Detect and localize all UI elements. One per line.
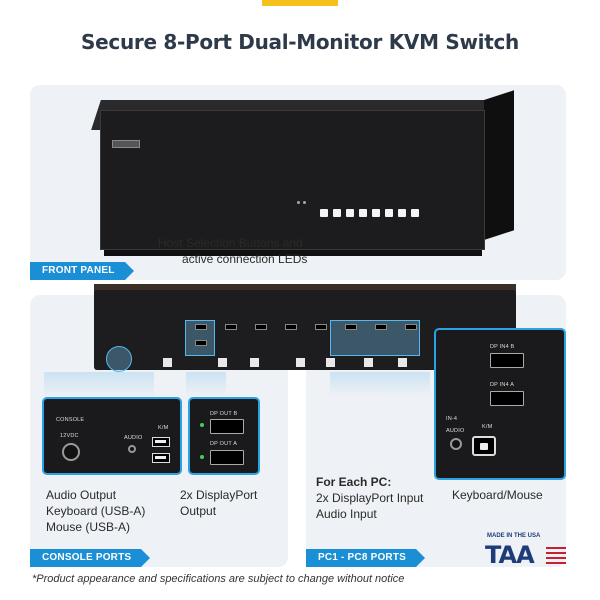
front-panel-caption: Host Selection Buttons and active connec… xyxy=(158,235,307,267)
rear-usb-port xyxy=(364,358,373,367)
rear-top-edge xyxy=(94,284,516,294)
dp-out-b-label: DP OUT B xyxy=(210,411,238,417)
flag-stripe xyxy=(546,547,566,549)
caption-line: Audio Output xyxy=(46,488,117,502)
dp-out-zoom-box: DP OUT B DP OUT A xyxy=(188,397,260,475)
usb-b-port xyxy=(472,436,496,456)
rear-dp-port xyxy=(285,324,297,330)
brand-logo xyxy=(112,140,140,148)
rear-usb-port xyxy=(163,358,172,367)
rear-usb-port xyxy=(296,358,305,367)
audio-in-label: AUDIO xyxy=(446,428,465,434)
rear-dp-port xyxy=(315,324,327,330)
in-port-label: IN-4 xyxy=(446,416,458,422)
rear-dp-port xyxy=(195,324,207,330)
dp-out-a-port xyxy=(210,450,244,465)
front-panel-tag: FRONT PANEL xyxy=(30,262,134,280)
pc-ports-tag: PC1 - PC8 PORTS xyxy=(306,549,426,567)
caption-line: 2x DisplayPort Input xyxy=(316,491,424,505)
dp-out-zoom-glow xyxy=(186,372,226,396)
console-ports-tag: CONSOLE PORTS xyxy=(30,549,151,567)
dp-in-a-label: DP IN4 A xyxy=(490,382,515,388)
footnote: *Product appearance and specifications a… xyxy=(32,573,405,585)
dp-out-b-led xyxy=(200,423,204,427)
keyboard-mouse-caption: Keyboard/Mouse xyxy=(452,488,543,502)
console-label: CONSOLE xyxy=(56,417,85,423)
host-select-button xyxy=(372,209,380,217)
dp-in-b-port xyxy=(490,353,524,368)
caption-line: Audio Input xyxy=(316,507,377,521)
flag-stripe xyxy=(546,557,566,559)
km-label: K/M xyxy=(158,425,169,431)
host-select-button xyxy=(398,209,406,217)
host-select-button xyxy=(346,209,354,217)
caption-line: Output xyxy=(180,504,217,518)
km-in-label: K/M xyxy=(482,424,493,430)
pc-ports-zoom-box: DP IN4 B DP IN4 A IN-4 AUDIO K/M xyxy=(434,328,566,480)
made-in-usa-text: MADE IN THE USA xyxy=(487,533,541,539)
mouse-usb-a-port xyxy=(152,453,170,463)
power-jack xyxy=(62,443,80,461)
rear-dp-port xyxy=(225,324,237,330)
host-select-button xyxy=(359,209,367,217)
taa-text: TAA xyxy=(485,541,535,569)
dp-out-a-led xyxy=(200,455,204,459)
rear-usb-port xyxy=(326,358,335,367)
caption-line: Keyboard (USB-A) xyxy=(46,504,146,518)
keyboard-usb-a-port xyxy=(152,437,170,447)
console-zoom-glow xyxy=(44,372,154,398)
audio-label: AUDIO xyxy=(124,435,143,441)
audio-in-jack xyxy=(450,438,462,450)
audio-out-jack xyxy=(128,445,136,453)
power-label: 12VDC xyxy=(60,433,79,439)
device-side-surface xyxy=(484,90,514,240)
rear-dp-port xyxy=(375,324,387,330)
rear-usb-port xyxy=(218,358,227,367)
caption-line: Mouse (USB-A) xyxy=(46,520,131,534)
rear-dp-port xyxy=(405,324,417,330)
device-base xyxy=(104,250,482,256)
dp-out-a-label: DP OUT A xyxy=(210,441,238,447)
dp-in-a-port xyxy=(490,391,524,406)
caption-line: Host Selection Buttons and xyxy=(158,236,303,250)
rear-usb-port xyxy=(250,358,259,367)
caption-line: 2x DisplayPort xyxy=(180,488,258,502)
flag-stripe xyxy=(546,552,566,554)
caption-heading: For Each PC: xyxy=(316,475,392,489)
page-title: Secure 8-Port Dual-Monitor KVM Switch xyxy=(81,30,519,54)
rear-dp-port xyxy=(195,340,207,346)
caption-line: active connection LEDs xyxy=(182,252,308,266)
top-accent-bar xyxy=(262,0,338,6)
flag-stripe xyxy=(546,562,566,564)
status-led xyxy=(303,201,306,204)
rear-dp-port xyxy=(255,324,267,330)
console-zoom-box: CONSOLE 12VDC AUDIO K/M xyxy=(42,397,182,475)
status-led xyxy=(297,201,300,204)
console-caption: Audio Output Keyboard (USB-A) Mouse (USB… xyxy=(46,487,145,535)
dp-in-b-label: DP IN4 B xyxy=(490,344,515,350)
host-select-button xyxy=(333,209,341,217)
dp-in-zoom-glow xyxy=(330,372,430,396)
host-select-button xyxy=(385,209,393,217)
dp-output-caption: 2x DisplayPort Output xyxy=(180,487,257,519)
host-select-button xyxy=(320,209,328,217)
rear-usb-port xyxy=(398,358,407,367)
host-select-button xyxy=(411,209,419,217)
pc-caption: For Each PC: 2x DisplayPort Input Audio … xyxy=(316,474,423,522)
rear-console-highlight xyxy=(106,346,132,372)
rear-dp-port xyxy=(345,324,357,330)
device-front-face xyxy=(100,110,485,250)
dp-out-b-port xyxy=(210,419,244,434)
